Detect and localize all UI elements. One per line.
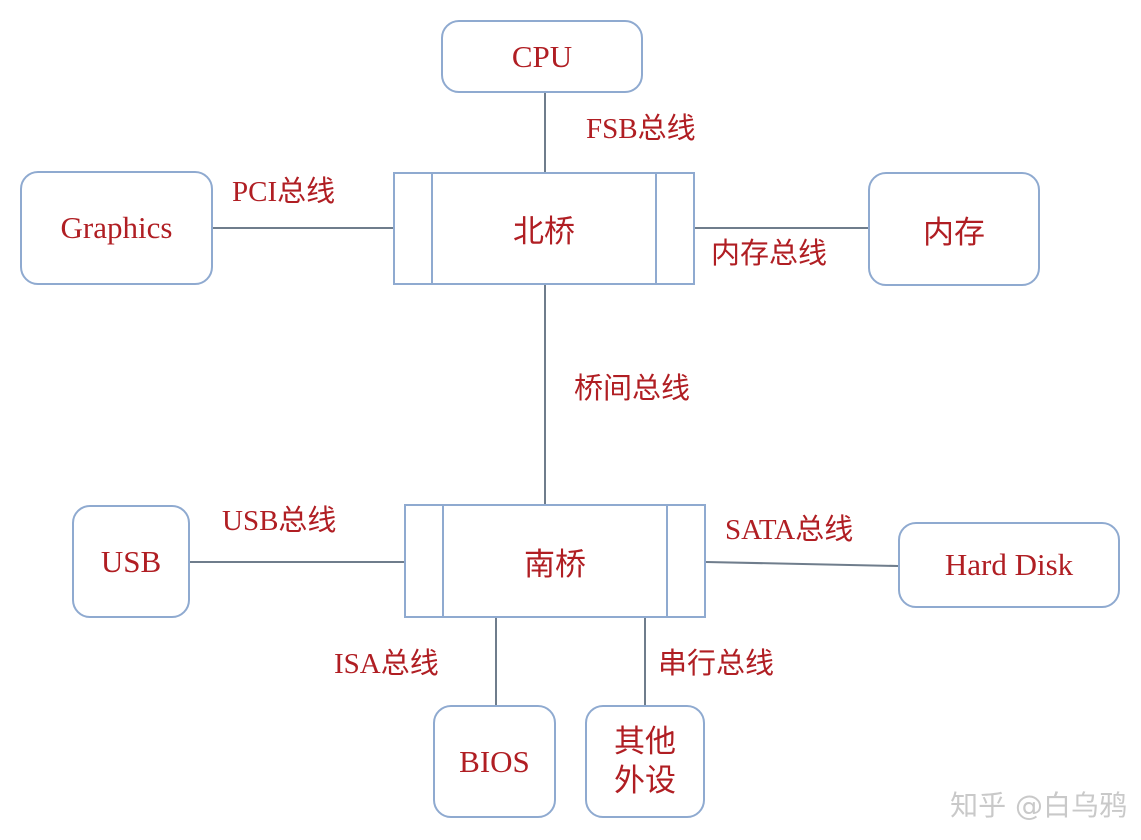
sata-bus-label: SATA总线 (725, 514, 854, 546)
south-bridge-label: 南桥 (524, 546, 586, 583)
cpu-node: CPU (441, 20, 643, 93)
memory-node: 内存 (868, 172, 1040, 286)
hard-disk-node: Hard Disk (898, 522, 1120, 608)
bios-node: BIOS (433, 705, 556, 818)
bios-label: BIOS (459, 743, 530, 779)
north-bridge-label: 北桥 (513, 214, 575, 250)
south-bridge-left-bar (442, 506, 444, 616)
isa-bus-label: ISA总线 (334, 648, 439, 680)
other-peripherals-label-line1: 其他 (614, 723, 676, 760)
north-bridge-right-bar (655, 174, 657, 283)
south-bridge: 南桥 (404, 504, 706, 618)
other-peripherals-node: 其他 外设 (585, 705, 705, 818)
graphics-node: Graphics (20, 171, 213, 285)
north-bridge: 北桥 (393, 172, 695, 285)
usb-bus-label: USB总线 (222, 505, 337, 537)
graphics-label: Graphics (60, 210, 173, 245)
memory-label: 内存 (923, 214, 985, 251)
cpu-label: CPU (511, 38, 573, 74)
watermark: 知乎 @白乌鸦 (950, 789, 1127, 822)
pci-bus-label: PCI总线 (232, 176, 336, 208)
fsb-bus-label: FSB总线 (586, 113, 696, 145)
memory-bus-label: 内存总线 (711, 238, 828, 270)
south-bridge-right-bar (666, 506, 668, 616)
usb-node: USB (72, 505, 190, 618)
hard-disk-label: Hard Disk (944, 547, 1074, 582)
sata-line (705, 561, 899, 567)
serial-bus-label: 串行总线 (658, 648, 775, 680)
other-peripherals-label-line2: 外设 (614, 762, 676, 799)
inter-bridge-bus-label: 桥间总线 (574, 373, 691, 405)
north-bridge-left-bar (431, 174, 433, 283)
usb-label: USB (100, 543, 162, 579)
